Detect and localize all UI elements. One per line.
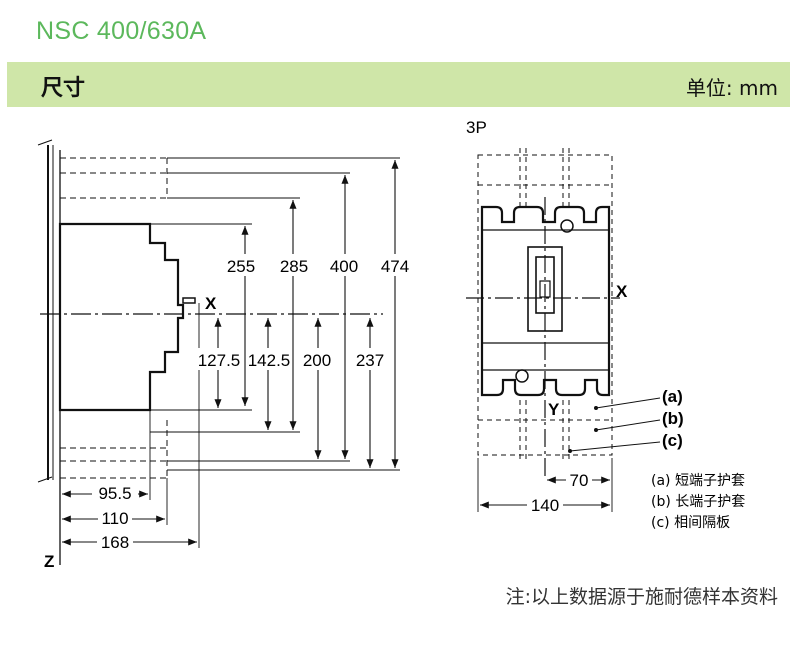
- callout-c: (c): [662, 431, 683, 450]
- unit-label: 单位: mm: [685, 76, 778, 100]
- legend-item-short-shield: (a) 短端子护套: [651, 473, 745, 489]
- dim-110: 110: [101, 509, 128, 528]
- side-axis-x-label: X: [205, 294, 217, 313]
- side-view: [37, 139, 400, 565]
- callout-a: (a): [662, 387, 683, 406]
- dim-237: 237: [356, 351, 384, 370]
- dim-168: 168: [101, 533, 129, 552]
- pole-label: 3P: [466, 118, 487, 137]
- product-title: NSC 400/630A: [36, 17, 207, 45]
- axis-z-label: Z: [44, 552, 54, 571]
- source-note: 注:以上数据源于施耐德样本资料: [505, 586, 778, 608]
- dim-200: 200: [303, 351, 331, 370]
- front-view-labels: 3P X Y 140 70 (a) (b) (c) (a) 短端子护套 (b) …: [466, 118, 745, 531]
- axis-y-label: Y: [548, 400, 560, 419]
- dim-474: 474: [381, 257, 409, 276]
- dim-285: 285: [280, 257, 308, 276]
- dim-142-5: 142.5: [248, 351, 291, 370]
- legend-item-long-shield: (b) 长端子护套: [651, 494, 745, 510]
- dim-255: 255: [227, 257, 255, 276]
- dim-70: 70: [570, 471, 589, 490]
- section-title: 尺寸: [41, 76, 86, 101]
- side-view-labels: 255 285 400 474 127.5 142.5 200 237 95.5…: [44, 257, 409, 571]
- dim-400: 400: [330, 257, 358, 276]
- front-view: [466, 148, 661, 512]
- legend-item-phase-barrier: (c) 相间隔板: [651, 515, 730, 531]
- front-axis-x-label: X: [616, 282, 628, 301]
- dim-127-5: 127.5: [198, 351, 241, 370]
- dim-95-5: 95.5: [98, 484, 131, 503]
- dim-140: 140: [531, 496, 559, 515]
- section-header-band: 尺寸 单位: mm: [7, 62, 790, 107]
- callout-b: (b): [662, 409, 684, 428]
